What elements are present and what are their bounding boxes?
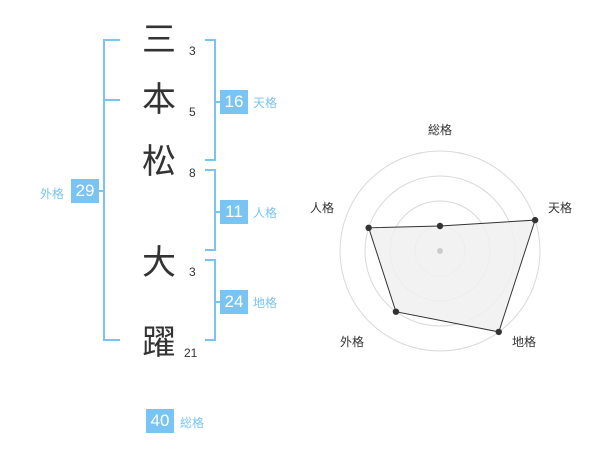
stroke-count-2: 5 [189,105,196,119]
radar-point-3 [495,328,502,336]
radar-label-chikaku: 地格 [512,335,537,349]
radar-label-tenkaku: 天格 [548,201,573,215]
radar-point-5 [365,224,372,232]
radar-label-gaikaku: 外格 [340,335,365,349]
soukaku-value: 40 [146,409,174,433]
jinkaku-label: 人格 [253,206,278,220]
stroke-count-1: 3 [189,44,196,58]
gaikaku-value: 29 [71,179,99,203]
gaikaku-label: 外格 [40,187,65,201]
radar-point-1 [436,222,444,230]
radar-center-dot [437,248,443,254]
stroke-count-3: 8 [189,166,196,180]
name-char-3: 松 [142,142,176,182]
radar-chart [339,150,541,352]
soukaku-label: 総格 [180,416,205,430]
name-char-5: 躍 [142,323,176,363]
radar-label-jinkaku: 人格 [310,201,335,215]
name-char-4: 大 [142,243,176,283]
radar-polygon [368,219,536,333]
radar-ring-4 [339,150,541,352]
tenkaku-bracket [205,39,221,161]
jinkaku-value: 11 [220,200,248,224]
radar-point-4 [392,308,400,315]
tenkaku-label: 天格 [253,96,278,110]
jinkaku-bracket [205,169,221,251]
name-char-2: 本 [142,80,176,120]
chikaku-bracket [205,259,221,341]
tenkaku-value: 16 [220,90,248,114]
stroke-count-5: 21 [184,346,198,360]
stroke-count-4: 3 [189,265,196,279]
chikaku-value: 24 [220,290,248,314]
chikaku-label: 地格 [253,296,278,310]
radar-point-2 [531,216,539,224]
name-char-1: 三 [142,20,176,60]
radar-label-soukaku: 総格 [428,123,453,137]
